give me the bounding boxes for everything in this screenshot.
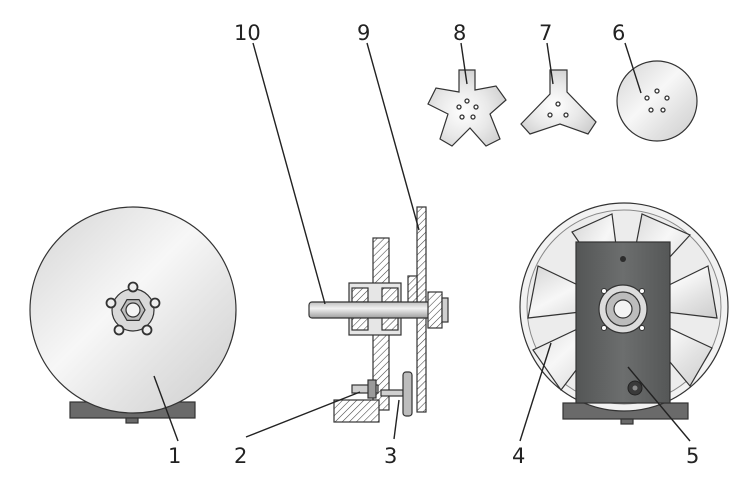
callout-4: 4 bbox=[512, 444, 525, 468]
three-arm-blade-hole bbox=[555, 101, 561, 107]
star-blade-hole bbox=[473, 104, 479, 110]
adjuster-stem bbox=[380, 389, 404, 397]
disc-bolt bbox=[149, 297, 161, 309]
housing-bolt bbox=[601, 288, 607, 294]
leader-10 bbox=[252, 42, 326, 305]
star-blade-shape bbox=[427, 69, 507, 147]
clamp-bolt bbox=[351, 384, 379, 394]
shaft-nut bbox=[427, 291, 443, 329]
shaft bbox=[308, 301, 446, 319]
three-arm-blade-hole bbox=[563, 112, 569, 118]
rear-view-assembly bbox=[519, 202, 729, 425]
clamp-nut bbox=[367, 379, 377, 399]
clamp-block bbox=[333, 399, 380, 423]
arm-upper bbox=[372, 237, 390, 291]
disc-bolt bbox=[113, 324, 125, 336]
leader-8 bbox=[460, 42, 468, 85]
adjuster-knob bbox=[402, 371, 413, 417]
leader-5 bbox=[627, 366, 691, 442]
callout-1: 1 bbox=[168, 444, 181, 468]
callout-9: 9 bbox=[357, 21, 370, 45]
shaft-cap bbox=[441, 297, 449, 323]
housing-drain-plug-center bbox=[632, 385, 638, 391]
leader-lines bbox=[153, 42, 691, 442]
side-section-view bbox=[308, 206, 449, 423]
leader-2 bbox=[245, 391, 361, 438]
housing-top-hole bbox=[620, 256, 626, 262]
leader-6 bbox=[624, 42, 642, 94]
housing-bearing-inner bbox=[613, 299, 633, 319]
disc-bolt bbox=[141, 324, 153, 336]
star-blade-hole bbox=[459, 114, 465, 120]
star-blade-hole bbox=[464, 98, 470, 104]
callout-labels: 1 2 3 4 5 6 7 8 9 10 bbox=[168, 21, 699, 468]
small-round-disc bbox=[616, 60, 698, 142]
small-disc-blade bbox=[616, 60, 698, 142]
callout-10: 10 bbox=[234, 21, 261, 45]
three-arm-blade-hole bbox=[547, 112, 553, 118]
leader-9 bbox=[366, 42, 420, 231]
callout-5: 5 bbox=[686, 444, 699, 468]
callout-8: 8 bbox=[453, 21, 466, 45]
small-disc-hole bbox=[654, 88, 660, 94]
star-blade-hole bbox=[456, 104, 462, 110]
leader-1 bbox=[153, 375, 179, 442]
disc-bolt-circle bbox=[105, 281, 161, 336]
disc-base-foot bbox=[125, 417, 139, 424]
small-disc-hole bbox=[644, 95, 650, 101]
bearing-left bbox=[351, 287, 369, 303]
callout-2: 2 bbox=[234, 444, 247, 468]
housing-bolt bbox=[639, 288, 645, 294]
housing-bolt bbox=[639, 325, 645, 331]
small-disc-hole bbox=[648, 107, 654, 113]
small-disc-hole bbox=[660, 107, 666, 113]
leader-4 bbox=[519, 342, 552, 442]
leader-7 bbox=[546, 42, 554, 85]
housing-bolt bbox=[601, 325, 607, 331]
disc-front-view bbox=[29, 206, 237, 424]
disc-bolt bbox=[127, 281, 139, 293]
star-blade-five-arm bbox=[427, 69, 507, 147]
leader-3 bbox=[393, 399, 400, 440]
rear-base-foot bbox=[620, 418, 634, 425]
callout-3: 3 bbox=[384, 444, 397, 468]
callout-7: 7 bbox=[539, 21, 552, 45]
small-disc-hole bbox=[664, 95, 670, 101]
star-blade-hole bbox=[470, 114, 476, 120]
bearing-right bbox=[381, 287, 399, 303]
callout-6: 6 bbox=[612, 21, 625, 45]
disc-bolt bbox=[105, 297, 117, 309]
disc-hub-bore bbox=[125, 302, 141, 318]
star-blade-three-arm bbox=[520, 69, 597, 135]
